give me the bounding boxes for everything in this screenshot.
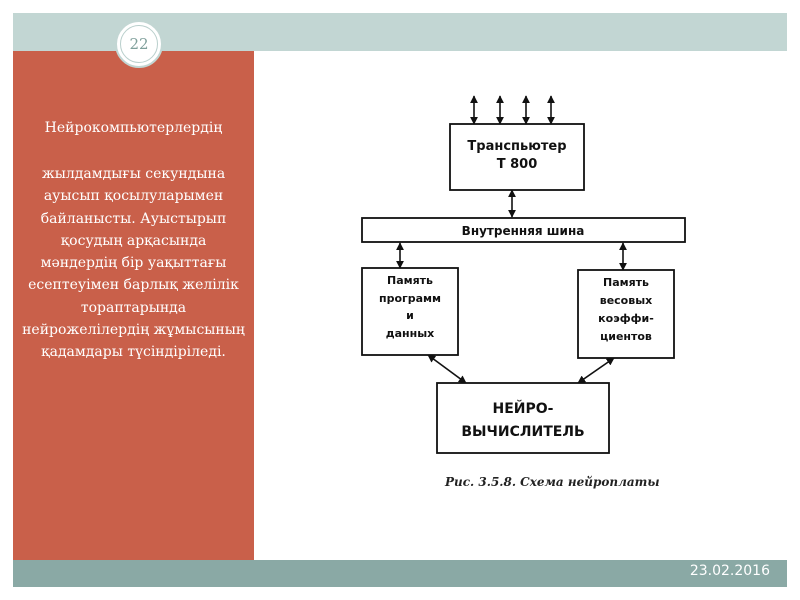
page-number-badge: 22 <box>115 20 163 68</box>
transputer-label-1: Транспьютер <box>467 139 566 154</box>
page-number: 22 <box>120 25 158 63</box>
slide-heading: Нейрокомпьютерлердің <box>44 120 223 136</box>
neuro-label-2: ВЫЧИСЛИТЕЛЬ <box>461 424 584 440</box>
weights-memory-neuro-arrow <box>577 357 615 384</box>
bottom-band <box>13 560 787 587</box>
diagram-caption: Рис. 3.5.8. Схема нейроплаты <box>445 475 660 489</box>
program-memory-label-4: данных <box>386 327 435 340</box>
slide-date: 23.02.2016 <box>689 563 770 579</box>
program-memory-neuro-arrow <box>427 354 467 384</box>
slide-body-text: жылдамдығы секундына ауысып қосылуларыме… <box>22 166 245 361</box>
program-memory-label-2: программ <box>379 292 441 305</box>
program-memory-label-3: и <box>406 309 414 322</box>
weights-memory-label-1: Память <box>603 276 649 289</box>
left-panel <box>13 51 254 560</box>
weights-memory-label-3: коэффи- <box>598 312 654 325</box>
internal-bus-label: Внутренняя шина <box>462 224 585 238</box>
program-memory-box <box>361 267 459 356</box>
internal-bus-box <box>361 217 686 243</box>
transputer-label-2: Т 800 <box>497 157 538 172</box>
weights-memory-label-2: весовых <box>600 294 653 307</box>
weights-memory-label-4: циентов <box>600 330 652 343</box>
neuro-calculator-box <box>436 382 610 454</box>
neuro-label-1: НЕЙРО- <box>493 400 554 417</box>
transputer-box <box>449 123 585 191</box>
weights-memory-box <box>577 269 675 359</box>
program-memory-label-1: Память <box>387 274 433 287</box>
